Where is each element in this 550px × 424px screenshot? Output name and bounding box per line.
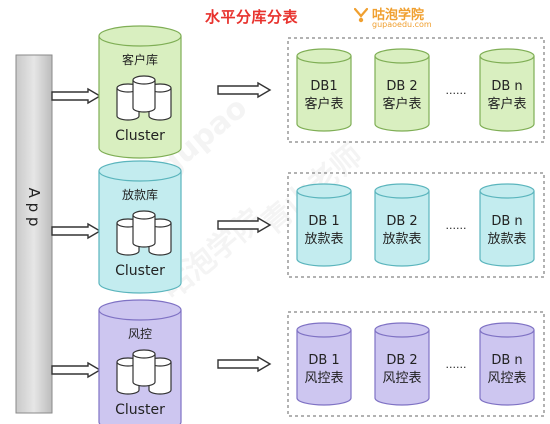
shard-db-label: DB1: [310, 79, 337, 94]
shard-cylinder-top: [296, 183, 352, 199]
group-3: 风控 Cluster DB 1 风控表 DB 2 风控表 DB n 风控表......: [51, 299, 545, 424]
shard-cylinder-top: [296, 48, 352, 64]
db-label: 风控: [128, 327, 152, 341]
shard-db-label: DB n: [491, 79, 522, 94]
logo-url: gupaoedu.com: [372, 20, 432, 29]
shard-cylinder-top: [296, 322, 352, 338]
shard-cylinder-body: [479, 191, 535, 267]
shard-cylinder: [374, 322, 430, 406]
cluster-node-icon-body: [132, 215, 156, 248]
shard-cylinder-top: [374, 322, 430, 338]
group-2: 放款库 Cluster DB 1 放款表 DB 2 放款表 DB n 放款表......: [51, 160, 545, 294]
shard-cylinder-body: [296, 330, 352, 406]
shard-cylinder-body: [374, 330, 430, 406]
shard-db-label: DB 2: [386, 353, 417, 368]
shard-db-label: DB n: [491, 353, 522, 368]
cluster-node-icon-top: [132, 349, 156, 359]
app-label: A p p: [25, 188, 43, 227]
shard-table-label: 风控表: [304, 371, 343, 386]
cluster-node-icon: [132, 75, 156, 113]
db-cylinder-top: [98, 25, 182, 47]
shard-db-label: DB 1: [308, 353, 339, 368]
shard-cylinder: [374, 183, 430, 267]
app-to-db-arrow: [51, 361, 102, 379]
shard-cylinder-top: [374, 183, 430, 199]
cluster-label: Cluster: [115, 263, 165, 279]
shard-table-label: 放款表: [382, 232, 421, 247]
shard-table-label: 放款表: [487, 232, 526, 247]
shard-cylinder: [479, 48, 535, 132]
shard-db-label: DB 2: [386, 79, 417, 94]
db-cylinder-top: [98, 160, 182, 182]
shard-db-label: DB 2: [386, 214, 417, 229]
shard-cylinder-top: [374, 48, 430, 64]
shard-cylinder-top: [479, 322, 535, 338]
cluster-node-icon: [132, 210, 156, 248]
shard-cylinder-body: [296, 56, 352, 132]
shard-container: [287, 37, 545, 143]
cluster-node-icon-body: [132, 354, 156, 387]
shard-table-label: 客户表: [382, 96, 421, 112]
dots-separator: ......: [446, 84, 467, 97]
db-to-shards-arrow: [217, 355, 272, 373]
dots-separator: ......: [446, 219, 467, 232]
shard-cylinder-top: [479, 48, 535, 64]
cluster-node-icon-top: [132, 210, 156, 220]
shard-db-label: DB n: [491, 214, 522, 229]
dots-separator: ......: [446, 358, 467, 371]
group-1: 客户库 Cluster DB1 客户表 DB 2 客户表 DB n 客户表......: [51, 25, 545, 159]
app-to-db-arrow: [51, 87, 102, 105]
shard-cylinder-body: [296, 191, 352, 267]
brand-logo: 咕泡学院 gupaoedu.com: [354, 4, 454, 32]
cluster-label: Cluster: [115, 128, 165, 144]
shard-table-label: 放款表: [304, 232, 343, 247]
shard-cylinder: [479, 183, 535, 267]
shard-cylinder: [479, 322, 535, 406]
shard-table-label: 客户表: [487, 96, 526, 112]
shard-cylinder-body: [479, 56, 535, 132]
db-to-shards-arrow: [217, 216, 272, 234]
cluster-node-icon-body: [132, 80, 156, 113]
db-cylinder-top: [98, 299, 182, 321]
page-title: 水平分库分表: [205, 8, 299, 26]
app-to-db-arrow: [51, 222, 102, 240]
db-to-shards-arrow: [217, 81, 272, 99]
shard-cylinder: [296, 48, 352, 132]
shard-cylinder: [296, 183, 352, 267]
shard-table-label: 风控表: [382, 371, 421, 386]
shard-cylinder: [374, 48, 430, 132]
shard-container: [287, 311, 545, 417]
cluster-node-icon-top: [132, 75, 156, 85]
shard-cylinder-body: [374, 56, 430, 132]
cluster-label: Cluster: [115, 402, 165, 418]
cluster-node-icon: [132, 349, 156, 387]
logo-name: 咕泡学院: [372, 8, 425, 23]
shard-cylinder-body: [479, 330, 535, 406]
shard-cylinder-body: [374, 191, 430, 267]
db-label: 放款库: [122, 187, 158, 202]
shard-table-label: 客户表: [304, 96, 343, 112]
app-column: [15, 54, 53, 414]
shard-cylinder-top: [479, 183, 535, 199]
shard-cylinder: [296, 322, 352, 406]
shard-container: [287, 172, 545, 278]
db-label: 客户库: [122, 52, 158, 67]
shard-table-label: 风控表: [487, 371, 526, 386]
logo-mark-icon: [354, 7, 368, 23]
shard-db-label: DB 1: [308, 214, 339, 229]
